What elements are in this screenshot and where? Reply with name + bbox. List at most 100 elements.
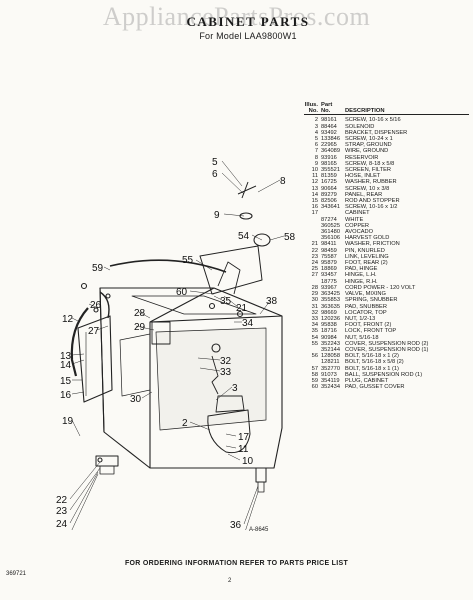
callout-16: 16 — [60, 390, 72, 401]
description: COVER, SUSPENSION ROD (1) — [345, 346, 429, 353]
description: WASHER, FRICTION — [345, 241, 400, 248]
description: WHITE — [345, 216, 364, 223]
callout-33: 33 — [220, 367, 232, 378]
callout-17: 17 — [238, 432, 250, 443]
illus-no: 24 — [311, 260, 318, 267]
description: AVOCADO — [345, 229, 374, 236]
description: SCREW, 8-18 x 5/8 — [345, 160, 395, 167]
header-description: DESCRIPTION — [345, 108, 385, 115]
description: LOCK, FRONT TOP — [345, 328, 397, 335]
callout-30: 30 — [130, 394, 142, 405]
description: BRACKET, DISPENSER — [345, 129, 408, 136]
page-title: CABINET PARTS — [186, 14, 310, 29]
callout-2: 2 — [182, 418, 188, 429]
description: WIRE, GROUND — [345, 148, 389, 155]
description: VALVE, MIXING — [345, 291, 386, 298]
part-no: 93967 — [321, 284, 337, 291]
part-no: 98161 — [321, 117, 337, 124]
description: ROD AND STOPPER — [345, 198, 400, 205]
callout-34: 34 — [242, 318, 254, 329]
description: HINGE, L.H. — [345, 272, 377, 279]
callout-29: 29 — [134, 322, 146, 333]
illus-no: 5 — [314, 136, 318, 143]
callout-6: 6 — [212, 169, 218, 180]
callout-9: 9 — [214, 210, 220, 221]
callout-55: 55 — [182, 255, 194, 266]
illus-no: 57 — [311, 365, 318, 372]
rear-foot — [95, 455, 119, 467]
illus-no: 25 — [311, 266, 318, 273]
document-code: 369721 — [6, 571, 27, 577]
callout-24: 24 — [56, 519, 68, 530]
illus-no: 6 — [314, 142, 318, 149]
illus-no: 33 — [311, 315, 318, 322]
inlet-hose — [70, 307, 89, 377]
description: PAD, SNUBBER — [345, 303, 387, 310]
callout-38: 38 — [266, 296, 278, 307]
callout-21: 21 — [236, 303, 248, 314]
description: WASHER, RUBBER — [345, 179, 397, 186]
header-illus-no: No. — [308, 108, 318, 115]
part-no: 18869 — [321, 266, 337, 273]
description: NUT, 1/2-13 — [345, 315, 376, 322]
description: SOLENOID — [345, 123, 375, 130]
illus-no: 58 — [311, 371, 318, 378]
description: HOSE, INLET — [345, 173, 381, 180]
callout-10: 10 — [242, 456, 254, 467]
illus-no: 29 — [311, 291, 318, 298]
illus-no: 31 — [311, 303, 318, 310]
part-no: 98165 — [321, 160, 337, 167]
model-subtitle: For Model LAA9800W1 — [199, 31, 297, 41]
part-no: 87274 — [321, 216, 337, 223]
illus-no: 3 — [314, 123, 318, 130]
part-no: 355521 — [321, 167, 340, 174]
illus-no: 35 — [311, 328, 318, 335]
description: PAD, GUSSET COVER — [345, 384, 405, 391]
table-header-row-1: Illus. Part — [304, 102, 469, 108]
callout-35: 35 — [220, 296, 232, 307]
callout-11: 11 — [238, 444, 249, 455]
illus-no: 13 — [311, 185, 318, 192]
exploded-diagram: 5 6 9 8 54 58 55 59 60 21 38 26 28 12 29… — [56, 157, 296, 530]
description: PIN, KNURLED — [345, 247, 385, 254]
description: PANEL, REAR — [345, 191, 383, 198]
part-no: 18775 — [321, 278, 337, 285]
drawing-number: A-8645 — [249, 527, 269, 533]
part-no: 90664 — [321, 185, 337, 192]
illus-no: 21 — [311, 241, 318, 248]
description: SPRING, SNUBBER — [345, 297, 398, 304]
illus-no: 4 — [314, 129, 318, 136]
illus-no: 7 — [314, 148, 318, 155]
callout-14: 14 — [60, 360, 72, 371]
description: HINGE, R.H. — [345, 278, 378, 285]
part-no: 93492 — [321, 129, 337, 136]
part-no: 22965 — [321, 142, 337, 149]
part-no: 95838 — [321, 322, 337, 329]
description: STRAP, GROUND — [345, 142, 392, 149]
illus-no: 14 — [311, 191, 318, 198]
table-row: 87274 WHITE — [304, 217, 469, 223]
part-no: 88464 — [321, 123, 337, 130]
part-no: 354119 — [321, 377, 340, 384]
description: CABINET — [345, 210, 370, 217]
description: SCREW, 10-16 x 5/16 — [345, 117, 401, 124]
